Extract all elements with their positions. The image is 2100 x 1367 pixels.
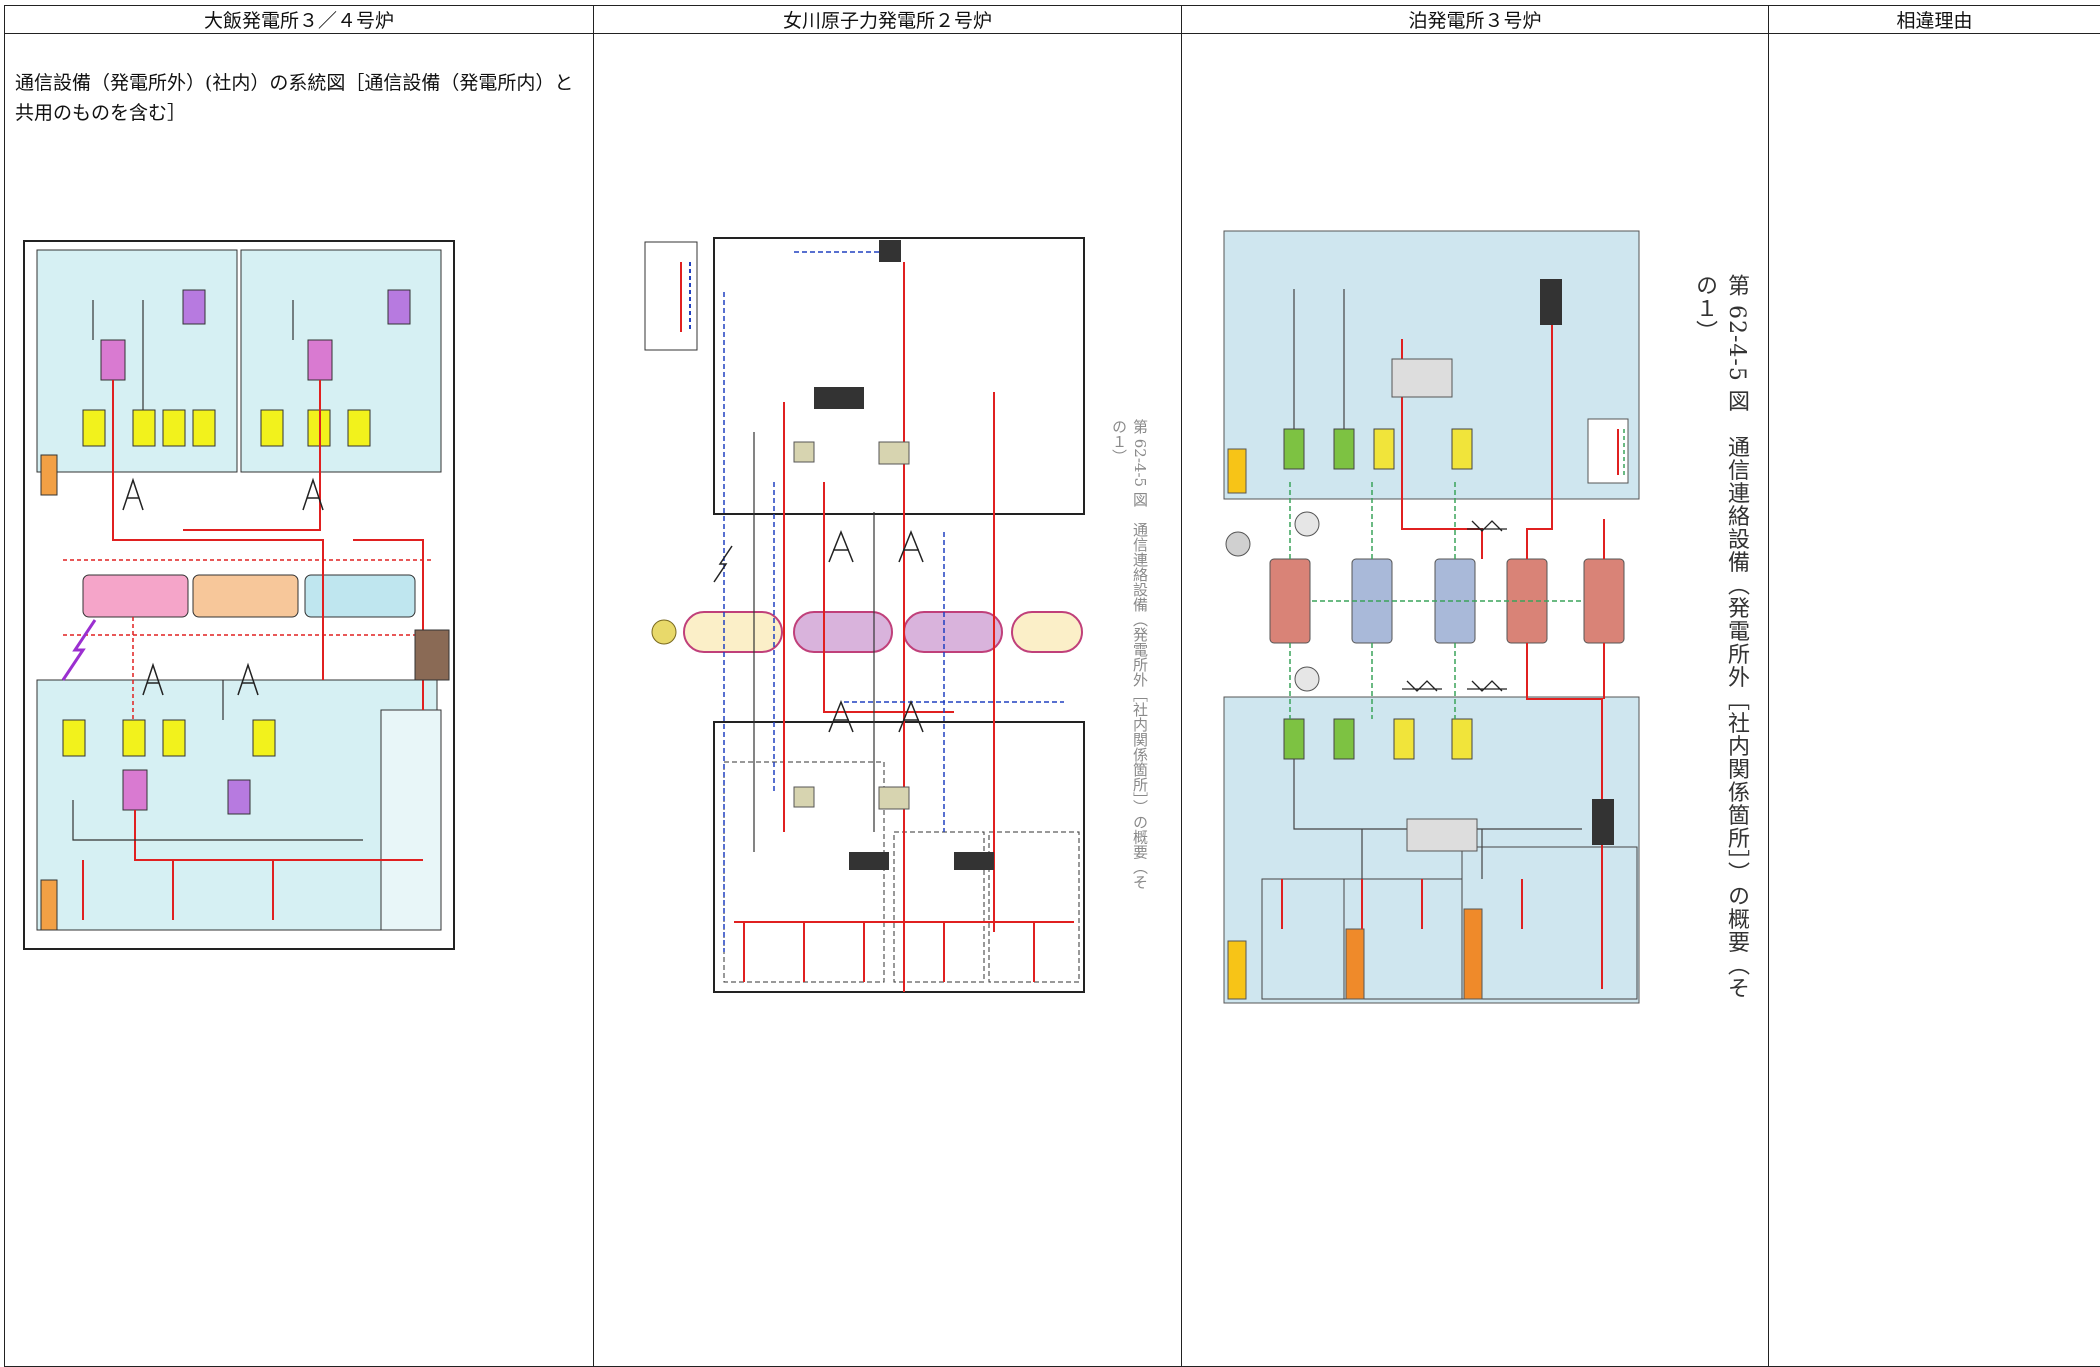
column-header-reason: 相違理由 bbox=[1769, 6, 2100, 34]
cell-onagawa: 第 62-4-5 図 通信連絡設備（発電所外［社内関係箇所］）の概要（その１） bbox=[594, 34, 1182, 1367]
column-header-onagawa: 女川原子力発電所２号炉 bbox=[594, 6, 1182, 34]
table-row: 通信設備（発電所外）(社内）の系統図［通信設備（発電所内）と共用のものを含む］ bbox=[5, 34, 2100, 1367]
ohi-system-diagram bbox=[23, 240, 455, 950]
cell-ohi: 通信設備（発電所外）(社内）の系統図［通信設備（発電所内）と共用のものを含む］ bbox=[5, 34, 594, 1367]
onagawa-system-diagram bbox=[644, 232, 1094, 1002]
cell-reason bbox=[1769, 34, 2100, 1367]
column-header-tomari: 泊発電所３号炉 bbox=[1182, 6, 1769, 34]
tomari-figure-caption: 第 62-4-5 図 通信連絡設備（発電所外［社内関係箇所］）の概要（その１） bbox=[1688, 274, 1752, 1014]
column-header-ohi: 大飯発電所３／４号炉 bbox=[5, 6, 594, 34]
cell-tomari: 第 62-4-5 図 通信連絡設備（発電所外［社内関係箇所］）の概要（その１） bbox=[1182, 34, 1769, 1367]
tomari-system-diagram bbox=[1222, 229, 1642, 1009]
table-header-row: 大飯発電所３／４号炉 女川原子力発電所２号炉 泊発電所３号炉 相違理由 bbox=[5, 6, 2100, 34]
onagawa-legend-box bbox=[645, 242, 697, 350]
ohi-description: 通信設備（発電所外）(社内）の系統図［通信設備（発電所内）と共用のものを含む］ bbox=[15, 68, 585, 128]
onagawa-figure-caption: 第 62-4-5 図 通信連絡設備（発電所外［社内関係箇所］）の概要（その１） bbox=[1109, 419, 1151, 899]
comparison-table: 大飯発電所３／４号炉 女川原子力発電所２号炉 泊発電所３号炉 相違理由 通信設備… bbox=[4, 5, 2100, 1367]
